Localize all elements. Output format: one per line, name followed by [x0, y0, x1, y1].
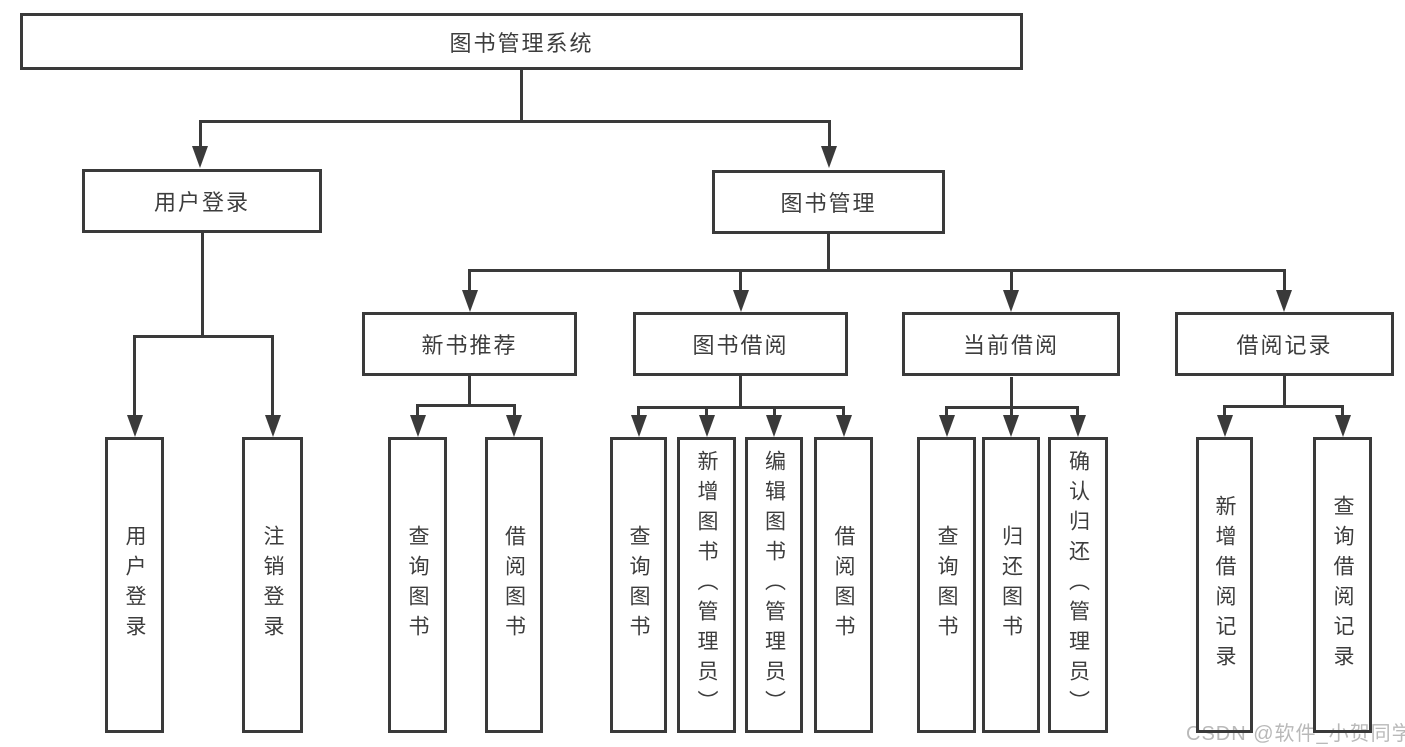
leaf-nb-query-books: 查询图书 — [388, 437, 447, 733]
connector-line — [468, 269, 471, 292]
node-new-book-recommend: 新书推荐 — [362, 312, 577, 376]
connector-line — [945, 406, 948, 417]
leaf-user-login: 用户登录 — [105, 437, 164, 733]
leaf-bb-add-books-admin-label: 新增图书（管理员） — [695, 450, 718, 720]
leaf-cb-confirm-return-admin: 确认归还（管理员） — [1048, 437, 1108, 733]
arrow-down-icon — [192, 146, 208, 168]
leaf-cb-return-books-label: 归还图书 — [999, 525, 1023, 645]
connector-line — [1009, 377, 1013, 408]
arrow-down-icon — [506, 415, 522, 437]
node-user-login-label: 用户登录 — [153, 190, 250, 215]
leaf-logout: 注销登录 — [242, 437, 303, 733]
arrow-down-icon — [1003, 415, 1019, 437]
arrow-down-icon — [1216, 415, 1233, 437]
connector-line — [200, 233, 204, 337]
connector-line — [739, 269, 742, 292]
node-current-borrow-label: 当前借阅 — [962, 333, 1059, 358]
connector-line — [1009, 269, 1013, 292]
connector-line — [705, 406, 708, 417]
leaf-cb-confirm-return-admin-label: 确认归还（管理员） — [1066, 450, 1090, 720]
node-user-login: 用户登录 — [82, 169, 322, 233]
leaf-bb-edit-books-admin: 编辑图书（管理员） — [745, 437, 803, 733]
connector-line — [1341, 405, 1344, 417]
leaf-nb-query-books-label: 查询图书 — [406, 525, 429, 645]
connector-line — [739, 376, 742, 408]
leaf-bb-borrow-books: 借阅图书 — [814, 437, 873, 733]
node-book-borrow: 图书借阅 — [633, 312, 848, 376]
connector-line — [1223, 405, 1344, 408]
watermark: CSDN @软件_小贺同学 — [1186, 723, 1405, 745]
connector-line — [271, 335, 274, 417]
arrow-down-icon — [1334, 415, 1351, 437]
arrow-down-icon — [630, 415, 647, 437]
leaf-nb-borrow-books: 借阅图书 — [485, 437, 543, 733]
connector-line — [1282, 376, 1286, 407]
arrow-down-icon — [1003, 290, 1019, 312]
leaf-bb-query-books: 查询图书 — [610, 437, 667, 733]
connector-line — [468, 269, 1285, 272]
arrow-down-icon — [698, 415, 715, 437]
connector-line — [637, 406, 640, 417]
leaf-bb-query-books-label: 查询图书 — [627, 525, 650, 645]
node-borrow-records: 借阅记录 — [1175, 312, 1394, 376]
connector-line — [1223, 405, 1226, 417]
arrow-down-icon — [1276, 290, 1292, 312]
node-book-borrow-label: 图书借阅 — [692, 333, 789, 358]
leaf-nb-borrow-books-label: 借阅图书 — [502, 525, 526, 645]
leaf-br-query-record-label: 查询借阅记录 — [1331, 495, 1354, 675]
connector-line — [842, 406, 845, 417]
node-book-management: 图书管理 — [712, 170, 945, 234]
arrow-down-icon — [938, 415, 955, 437]
leaf-bb-borrow-books-label: 借阅图书 — [832, 525, 855, 645]
arrow-down-icon — [821, 146, 837, 168]
arrow-down-icon — [732, 290, 749, 312]
connector-line — [827, 120, 831, 148]
connector-line — [416, 404, 515, 407]
connector-line — [827, 234, 830, 271]
connector-line — [1282, 269, 1286, 292]
arrow-down-icon — [766, 415, 782, 437]
connector-line — [198, 120, 202, 148]
connector-line — [772, 406, 776, 417]
node-root-system: 图书管理系统 — [20, 13, 1023, 70]
arrow-down-icon — [1069, 415, 1086, 437]
leaf-br-add-record-label: 新增借阅记录 — [1213, 495, 1236, 675]
node-root-label: 图书管理系统 — [449, 30, 594, 56]
connector-line — [416, 404, 419, 417]
arrow-down-icon — [409, 415, 426, 437]
leaf-user-login-label: 用户登录 — [123, 525, 146, 645]
arrow-down-icon — [835, 415, 852, 437]
node-book-management-label: 图书管理 — [780, 191, 877, 216]
leaf-cb-query-books-label: 查询图书 — [935, 525, 958, 645]
arrow-down-icon — [126, 415, 143, 437]
node-new-book-recommend-label: 新书推荐 — [421, 333, 518, 358]
connector-line — [133, 335, 136, 417]
connector-line — [133, 335, 274, 338]
leaf-bb-add-books-admin: 新增图书（管理员） — [677, 437, 736, 733]
node-borrow-records-label: 借阅记录 — [1236, 333, 1333, 358]
leaf-br-add-record: 新增借阅记录 — [1196, 437, 1253, 733]
leaf-cb-query-books: 查询图书 — [917, 437, 976, 733]
connector-line — [1076, 406, 1079, 417]
leaf-bb-edit-books-admin-label: 编辑图书（管理员） — [762, 450, 786, 720]
node-current-borrow: 当前借阅 — [902, 312, 1120, 376]
connector-line — [520, 70, 523, 121]
connector-line — [199, 120, 830, 123]
leaf-cb-return-books: 归还图书 — [982, 437, 1040, 733]
arrow-down-icon — [264, 415, 281, 437]
connector-line — [1009, 406, 1013, 417]
arrow-down-icon — [461, 290, 478, 312]
connector-line — [468, 376, 471, 406]
connector-line — [512, 404, 516, 417]
leaf-br-query-record: 查询借阅记录 — [1313, 437, 1372, 733]
connector-line — [637, 406, 845, 409]
leaf-logout-label: 注销登录 — [261, 525, 284, 645]
